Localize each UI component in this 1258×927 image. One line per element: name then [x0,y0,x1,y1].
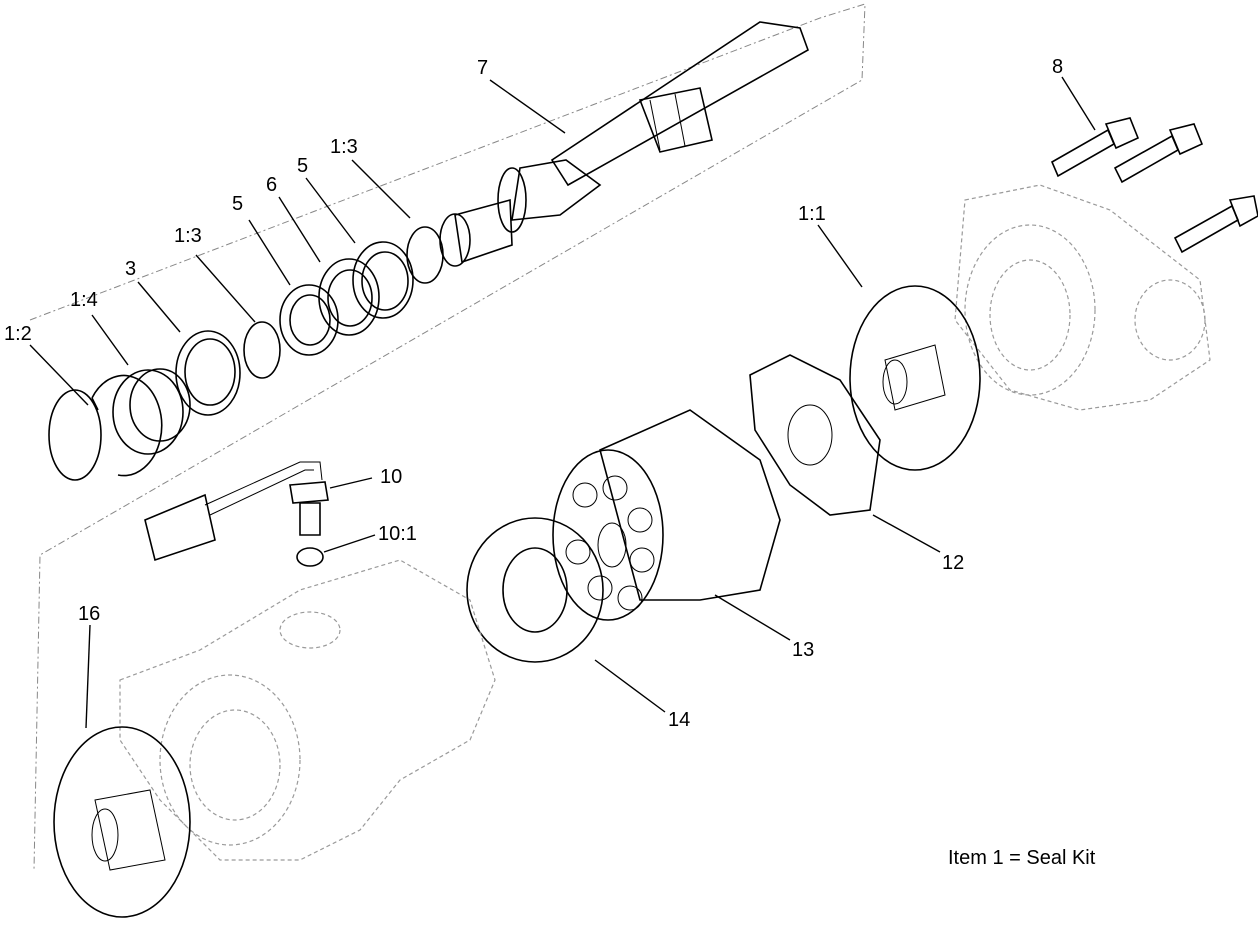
port-plate-12 [749,354,881,516]
retaining-ring-1-2 [91,374,163,477]
callout-5: 5 [232,193,243,215]
swash-plate-14 [466,517,604,663]
callout-3: 3 [125,258,136,280]
seal-ring-3 [175,330,241,416]
callout-1-4: 1:4 [70,289,98,311]
callout-6: 6 [266,174,277,196]
callout-16: 16 [78,603,100,625]
callout-1-3b: 1:3 [330,136,358,158]
assembly-boundary [29,3,866,871]
callout-5b: 5 [297,155,308,177]
callouts: 1:2 1:4 3 1:3 5 6 5 1:3 7 8 1:1 10 10:1 … [4,56,1063,731]
leader-lines [29,76,1096,729]
callout-8: 8 [1052,56,1063,78]
bolts [1050,117,1258,254]
washer-5 [279,284,339,356]
bearing-cup-1-4 [112,369,184,455]
callout-12: 12 [942,552,964,574]
callout-13: 13 [792,639,814,661]
speed-sensor-10 [144,461,329,567]
callout-10-1: 10:1 [378,523,417,545]
drive-shaft [439,21,809,267]
retaining-ring-outer [48,389,102,481]
end-cap-housing [954,184,1211,411]
callout-1-3: 1:3 [174,225,202,247]
callout-1-1: 1:1 [798,203,826,225]
cylinder-barrel-13 [552,409,781,621]
callout-1-2: 1:2 [4,323,32,345]
washer-5b [352,241,414,319]
seal-kit-note: Item 1 = Seal Kit [948,847,1096,869]
snap-ring-1-3b [406,226,444,284]
seal-stack [48,226,444,481]
callout-7: 7 [477,57,488,79]
seal-6 [318,258,380,336]
o-ring-16 [53,726,191,918]
o-ring-1-1 [849,285,981,471]
o-ring-10-1 [296,547,324,567]
callout-14: 14 [668,709,690,731]
motor-housing [119,559,496,861]
snap-ring-1-3 [243,321,281,379]
callout-10: 10 [380,466,402,488]
